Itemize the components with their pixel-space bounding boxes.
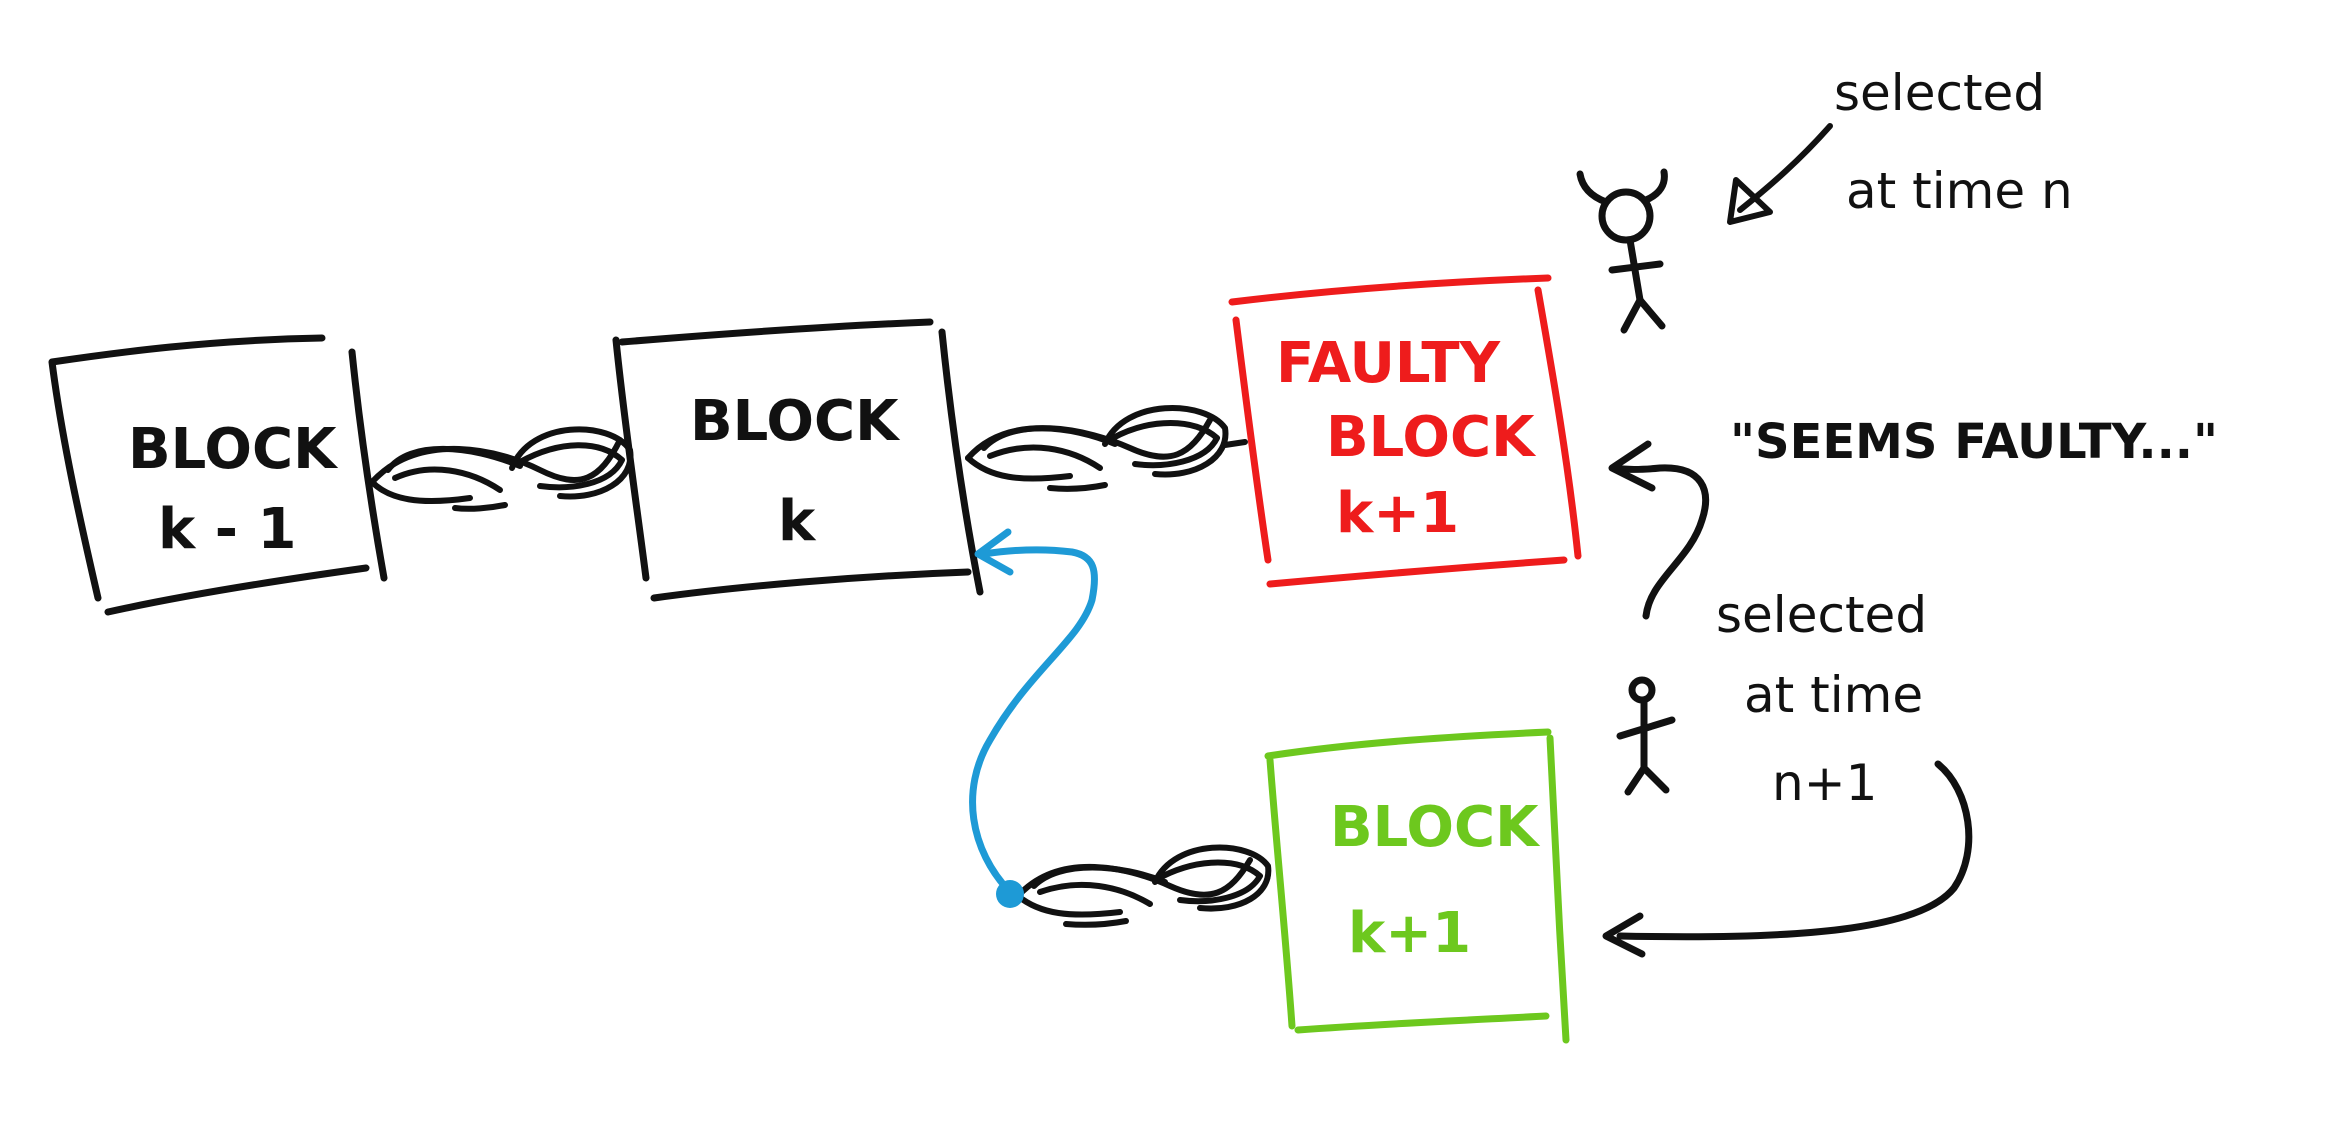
honest-selected-time-index: n+1 (1772, 754, 1877, 812)
chain-link-icon (369, 426, 634, 512)
stick-figure-icon (1616, 676, 1676, 796)
block-k-minus-1: BLOCK k - 1 (48, 334, 388, 616)
faulty-block-k-plus-1: FAULTY BLOCK k+1 (1228, 274, 1582, 588)
chain-link-icon (965, 405, 1248, 492)
block-k-minus-1-title: BLOCK (128, 417, 339, 482)
block-k: BLOCK k (612, 318, 984, 602)
faulty-block-index: k+1 (1336, 481, 1459, 546)
fork-reference-arrow (969, 528, 1098, 896)
honest-to-faulty-arrow (1608, 440, 1710, 620)
seems-faulty-remark: "SEEMS FAULTY..." (1730, 414, 2218, 470)
good-block-index: k+1 (1348, 901, 1471, 966)
block-k-minus-1-index: k - 1 (158, 497, 296, 562)
honest-selected-label: selected (1716, 586, 1927, 644)
block-k-title: BLOCK (690, 389, 901, 454)
block-k-index: k (778, 489, 817, 554)
good-block-k-plus-1: BLOCK k+1 (1264, 728, 1570, 1044)
honest-to-good-block-arrow (1602, 760, 1973, 958)
adversary-selected-time: at time n (1846, 162, 2073, 220)
fork-reference-anchor (996, 880, 1024, 908)
adversary-pointer-arrow (1727, 123, 1833, 225)
faulty-block-subtitle: BLOCK (1326, 405, 1537, 470)
chain-link-icon (1015, 844, 1272, 928)
horned-stick-figure-icon (1576, 168, 1668, 334)
adversary-selected-label: selected (1834, 64, 2045, 122)
good-block-title: BLOCK (1330, 795, 1541, 860)
faulty-block-title: FAULTY (1276, 331, 1502, 396)
honest-selected-time: at time (1744, 666, 1923, 724)
